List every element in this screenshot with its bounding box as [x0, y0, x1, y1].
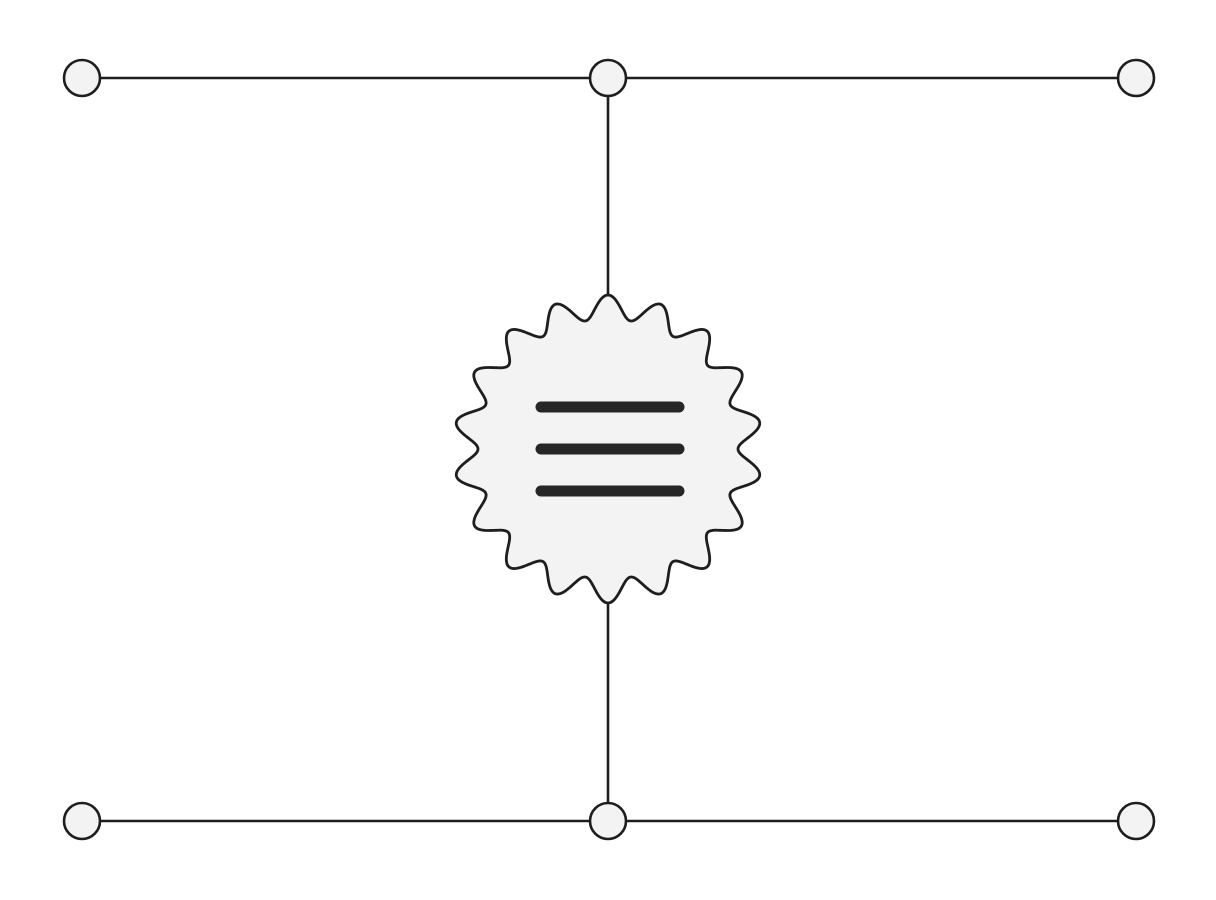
menu-icon: [535, 401, 685, 497]
node-bottom-left[interactable]: [62, 801, 102, 841]
hub-node[interactable]: [454, 293, 762, 605]
node-top-right[interactable]: [1116, 58, 1156, 98]
node-top-center[interactable]: [588, 58, 628, 98]
node-bottom-center[interactable]: [588, 801, 628, 841]
node-bottom-right[interactable]: [1116, 801, 1156, 841]
node-top-left[interactable]: [62, 58, 102, 98]
